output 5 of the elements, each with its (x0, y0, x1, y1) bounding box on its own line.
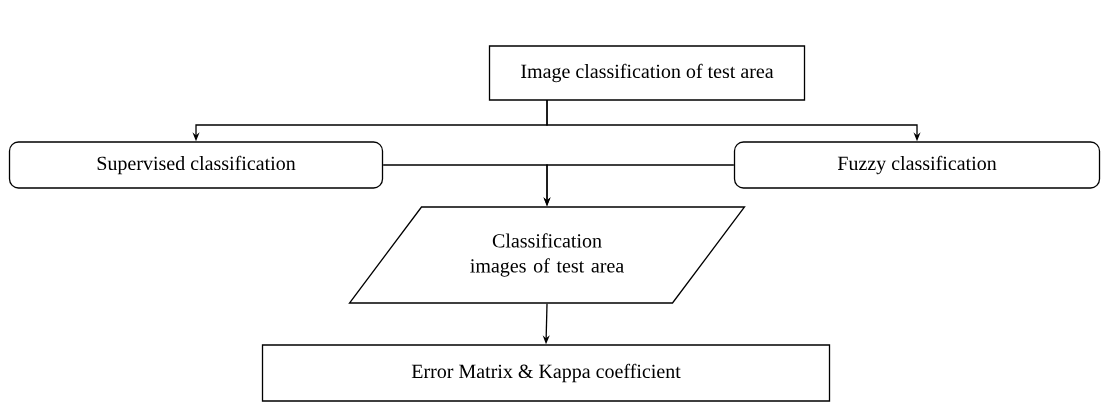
process-box: Error Matrix & Kappa coefficient (261, 344, 831, 402)
rounded-box: Supervised classification (8, 141, 384, 189)
process-box: Image classification of test area (488, 45, 806, 101)
rounded-box: Fuzzy classification (733, 141, 1101, 189)
data-parallelogram: Classification images of test area (348, 206, 746, 304)
